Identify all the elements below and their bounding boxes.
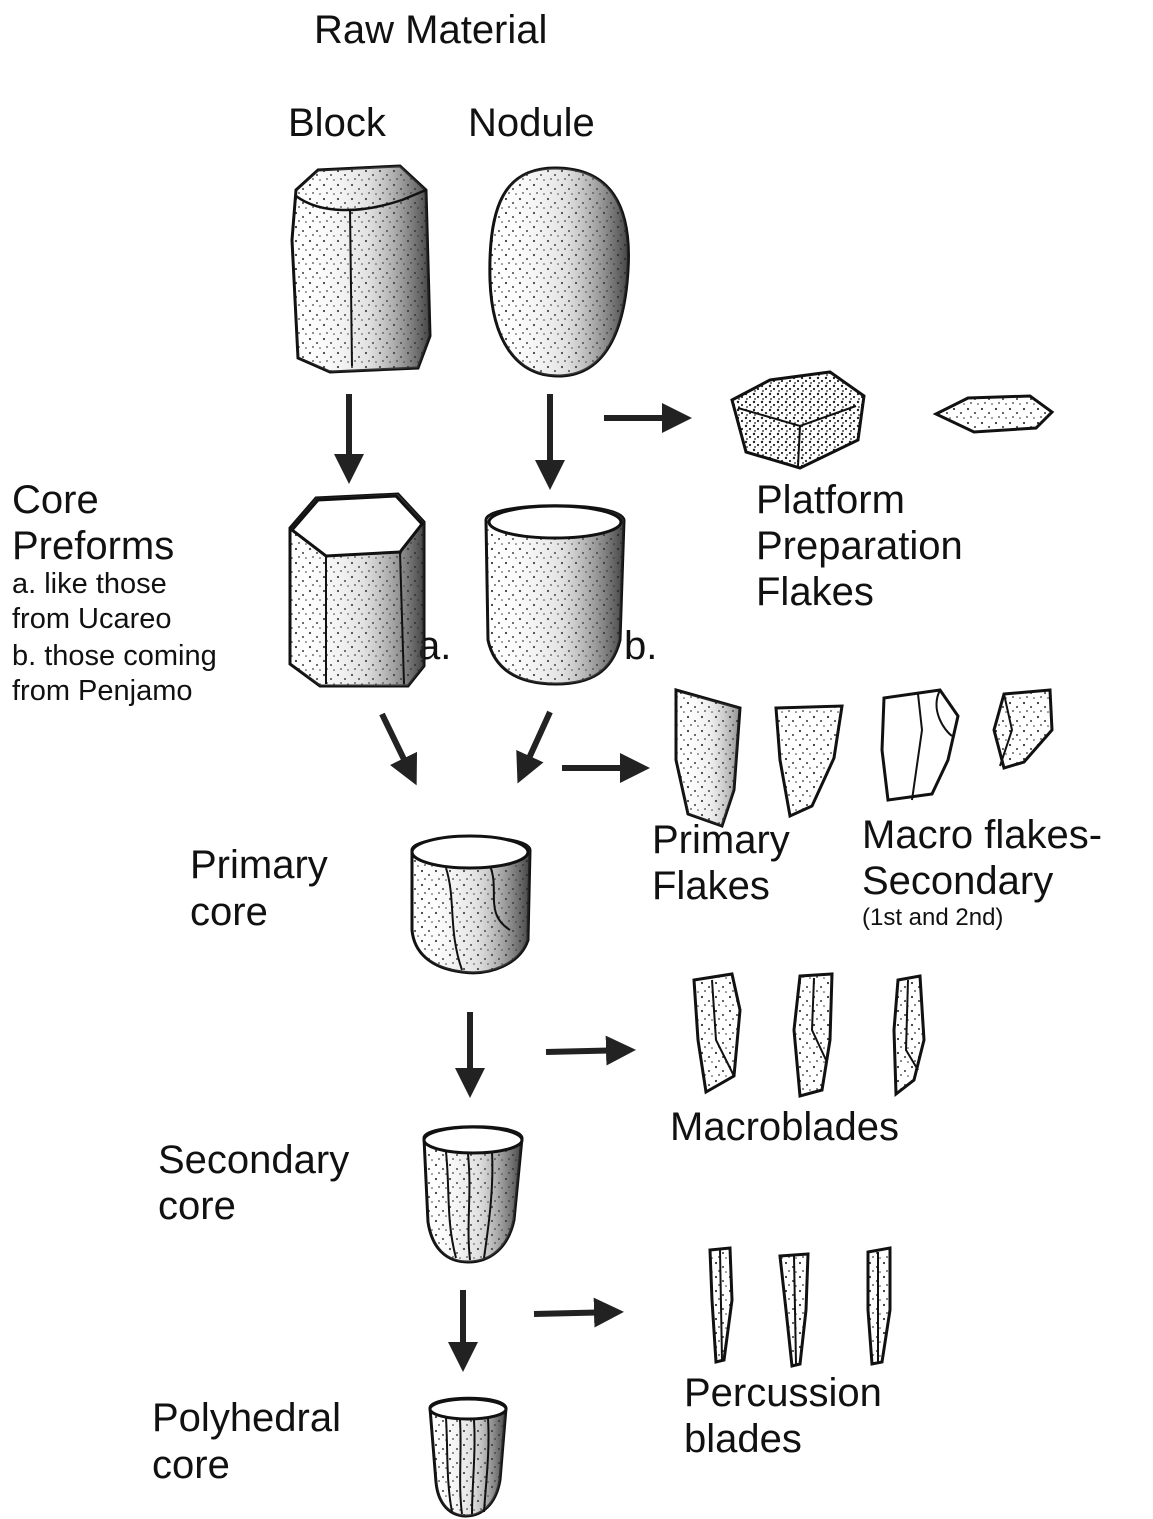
nodule-stone (490, 168, 629, 376)
macroblade-3 (894, 976, 924, 1094)
arrow-preform-b-to-primary (520, 712, 550, 778)
preform-a-stone (290, 494, 424, 686)
primary-flake-1 (676, 690, 740, 826)
percussion-blade-3 (868, 1248, 890, 1364)
arrow-to-macroblades (546, 1050, 630, 1052)
platform-flake-2 (936, 396, 1052, 432)
macroblade-1 (694, 974, 740, 1092)
arrow-preform-a-to-primary (382, 714, 414, 780)
primary-core-stone (412, 836, 530, 973)
percussion-blade-2 (780, 1254, 808, 1366)
polyhedral-core-stone (430, 1398, 506, 1516)
platform-flake-1 (732, 372, 864, 468)
primary-flake-2 (776, 706, 842, 816)
arrow-to-percussion-blades (534, 1312, 618, 1314)
secondary-flake-1 (882, 690, 958, 800)
percussion-blade-1 (710, 1248, 732, 1362)
secondary-flake-2 (994, 690, 1052, 768)
block-stone (292, 166, 430, 372)
preform-b-stone (486, 506, 624, 684)
macroblade-2 (794, 974, 832, 1096)
secondary-core-stone (424, 1127, 522, 1262)
